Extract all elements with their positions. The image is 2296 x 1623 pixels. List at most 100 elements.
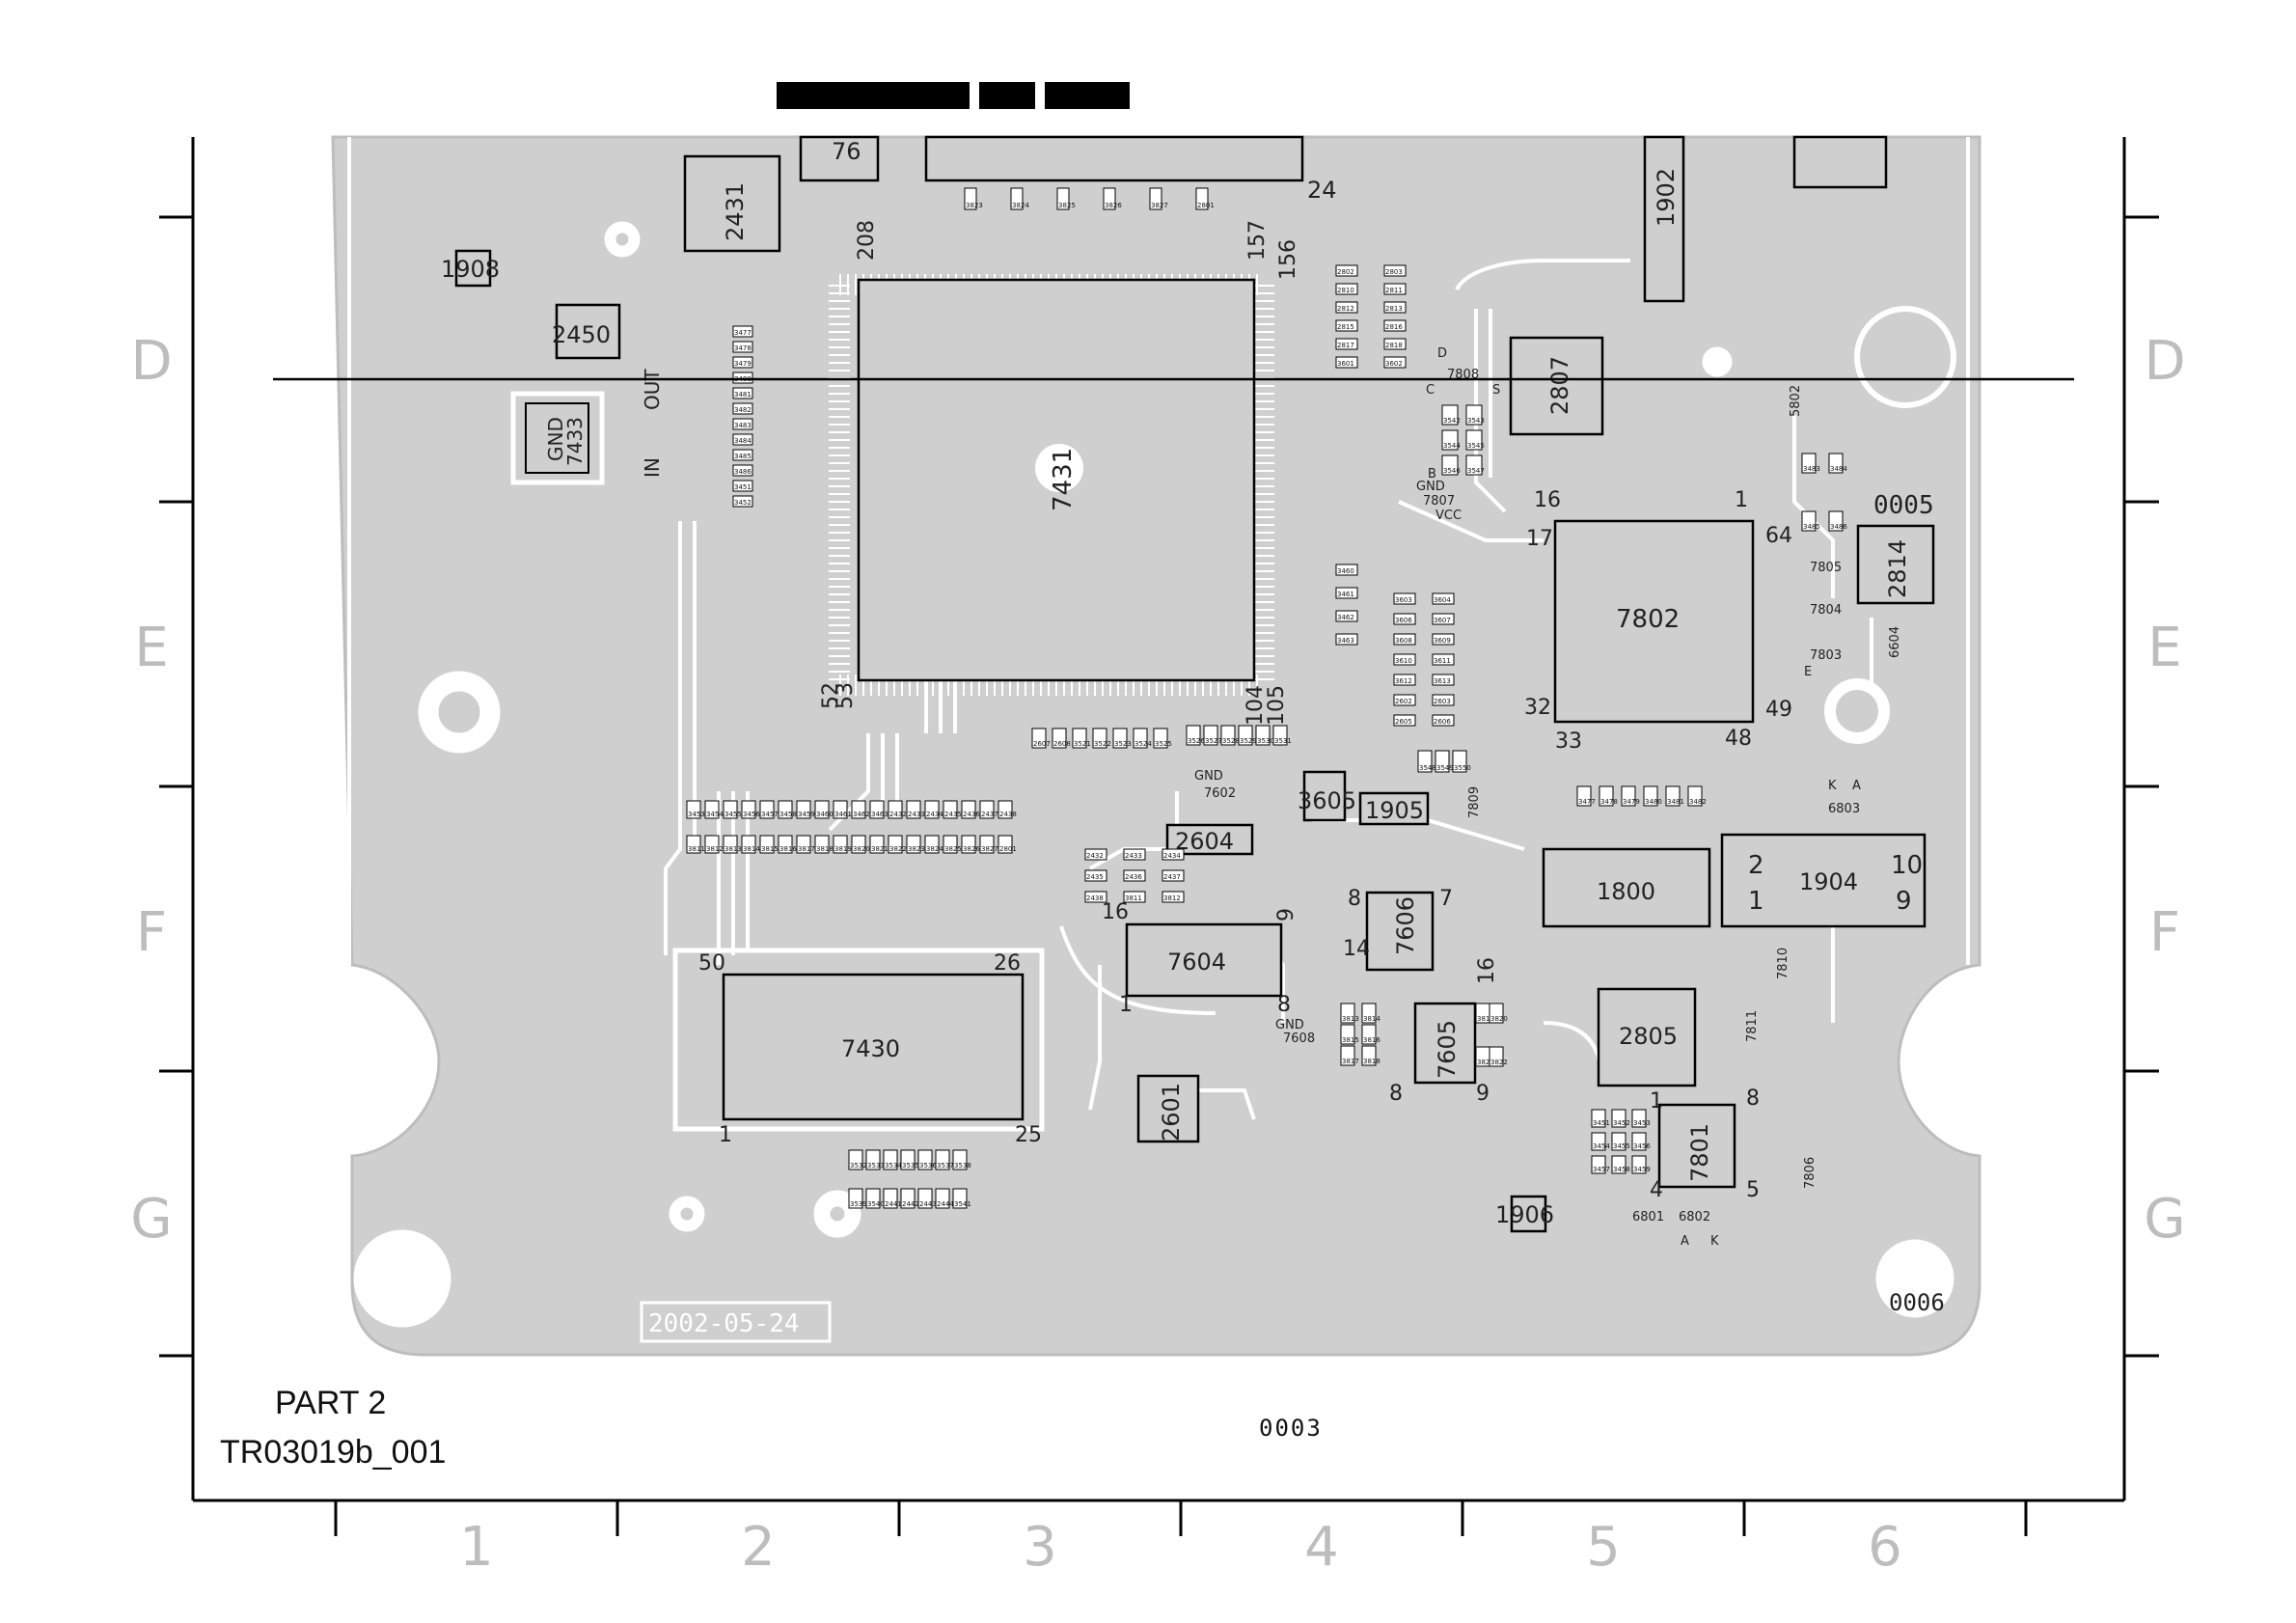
board-edge-trace <box>347 137 1970 965</box>
smd-label: 3608 <box>1395 637 1412 645</box>
smd-label: 3454 <box>706 811 724 818</box>
smd-label: 3827 <box>981 845 998 853</box>
ic-7605-pin-label: 9 <box>1476 1082 1490 1106</box>
smd-label: 3815 <box>1342 1036 1359 1044</box>
smd-pad <box>1361 1045 1377 1066</box>
smd-label: 2810 <box>1337 287 1354 294</box>
smd-pad <box>1361 1024 1377 1045</box>
smd-label: 2444 <box>937 1200 954 1208</box>
inductor-ref: 5802 <box>1789 385 1803 417</box>
smd-label: 3463 <box>871 811 888 818</box>
smd-pad <box>1801 510 1817 532</box>
smd-pad <box>1432 694 1455 706</box>
smd-label: 2434 <box>1163 852 1181 860</box>
smd-label: 3609 <box>1434 637 1451 645</box>
smd-label: 3462 <box>853 811 870 818</box>
smd-pad <box>906 835 921 854</box>
grid-row-g-right: G <box>2144 1188 2185 1251</box>
smd-label: 3602 <box>1385 360 1403 368</box>
smd-pad <box>814 800 830 819</box>
part-top-conn <box>924 135 1304 182</box>
smd-label: 3541 <box>954 1200 971 1208</box>
smd-pad <box>883 1149 898 1170</box>
smd-pad <box>1621 785 1636 807</box>
smd-label: 3816 <box>779 845 797 853</box>
smd-pad <box>686 835 701 854</box>
smd-label: 3482 <box>734 406 752 414</box>
ic-7430-pin-label: 25 <box>1015 1123 1042 1147</box>
smd-label: 2815 <box>1337 323 1354 331</box>
smd-pad <box>1417 750 1433 773</box>
smd-pad <box>979 800 995 819</box>
smd-pad <box>1123 869 1146 882</box>
smd-label: 3611 <box>1434 657 1451 665</box>
label-2431: 2431 <box>722 182 749 241</box>
smd-pad <box>1393 592 1416 605</box>
smd-label: 2435 <box>1086 873 1104 881</box>
ic-7431-pin-label: 208 <box>855 220 879 261</box>
smd-pad <box>1393 714 1416 727</box>
smd-pad <box>1335 564 1358 576</box>
smd-pad <box>1335 301 1358 314</box>
smd-label: 3819 <box>1477 1015 1494 1023</box>
mounting-hole <box>829 1205 846 1223</box>
ic-7431-pin-label: 156 <box>1276 239 1300 280</box>
ic-7431-pin-label: 157 <box>1245 220 1270 261</box>
smd-label: 3610 <box>1395 657 1412 665</box>
smd-pad <box>796 835 811 854</box>
smd-label: 3816 <box>1363 1036 1380 1044</box>
smd-label: 3824 <box>1012 202 1029 209</box>
smd-pad <box>1103 187 1116 210</box>
regulator-7433-label: 7433 <box>563 417 587 466</box>
ic-7606-pin-label: 7 <box>1439 887 1453 911</box>
smd-pad <box>883 1188 898 1209</box>
ic-7605-pin-label: 8 <box>1389 1082 1403 1106</box>
part-2601 <box>1136 1074 1200 1143</box>
smd-pad <box>1052 728 1067 749</box>
smd-pad <box>1631 1109 1647 1128</box>
smd-pad <box>1383 338 1407 350</box>
part-1800 <box>1542 847 1711 928</box>
smd-pad <box>1452 750 1467 773</box>
smd-label: 3531 <box>1274 737 1292 745</box>
label-1800: 1800 <box>1597 878 1655 905</box>
large-part-labels: 2431 2450 1908 1906 2807 2814 2604 3605 … <box>441 138 1911 1228</box>
smd-label: 3478 <box>734 344 752 352</box>
smd-label: 3456 <box>743 811 760 818</box>
smd-label: 3818 <box>1363 1058 1380 1065</box>
smd-pad <box>1393 653 1416 666</box>
smd-label: 3461 <box>834 811 852 818</box>
ic-7801-pin-label: 8 <box>1746 1087 1760 1111</box>
transistor-ref: 7804 <box>1810 603 1842 618</box>
mounting-hole <box>1824 678 1890 744</box>
smd-pad <box>1591 1109 1606 1128</box>
smd-label: 3458 <box>779 811 797 818</box>
smd-label: 3825 <box>1058 202 1076 209</box>
smd-pad <box>851 800 866 819</box>
smd-pad <box>917 1188 933 1209</box>
part-2814 <box>1856 524 1935 605</box>
smd-pad <box>1801 453 1817 474</box>
smd-pad <box>732 325 753 338</box>
smd-components: 3477347834793480348134823483348434853486… <box>686 187 1847 1209</box>
smd-label: 3457 <box>1593 1166 1610 1173</box>
smd-label: 2802 <box>1337 268 1354 276</box>
transistor-pin: S <box>1492 383 1500 398</box>
smd-pad <box>1361 1003 1377 1024</box>
smd-label: 2801 <box>999 845 1017 853</box>
connector-1904-pins: 2 1 10 9 <box>1748 851 1923 916</box>
smd-pad <box>1112 728 1128 749</box>
smd-pad <box>952 1149 968 1170</box>
smd-pad <box>1435 750 1450 773</box>
smd-label: 3483 <box>734 422 752 429</box>
smd-pad <box>924 800 940 819</box>
transistor-ref: 7811 <box>1745 1010 1760 1042</box>
smd-label: 3612 <box>1395 677 1412 685</box>
grid-col-2: 2 <box>741 1516 776 1579</box>
mounting-hole <box>353 1229 451 1328</box>
smd-pad <box>906 800 921 819</box>
drawing-reference: TR03019b_001 <box>220 1434 447 1471</box>
smd-label: 3484 <box>1830 465 1847 473</box>
smd-label: 3823 <box>966 202 983 209</box>
ic-7802-pin-label: 32 <box>1524 696 1551 720</box>
